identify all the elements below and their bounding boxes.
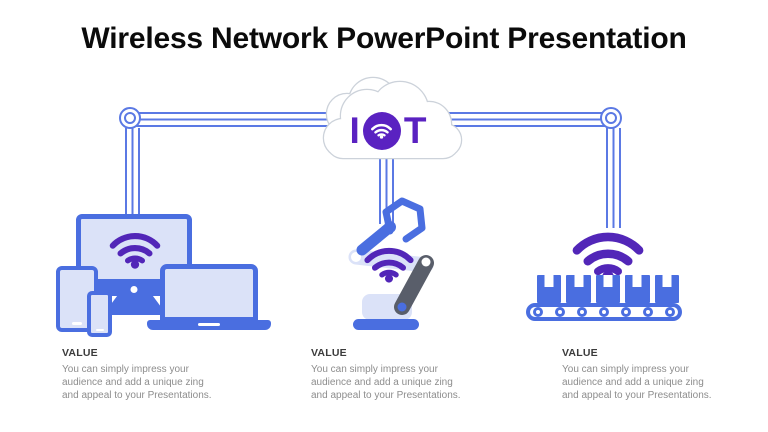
section-heading: VALUE [311,347,347,359]
wifi-icon [107,229,163,269]
slide-title: Wireless Network PowerPoint Presentation [81,22,687,55]
box-icon [566,275,591,303]
roller-icon [621,307,631,317]
value-section-1: VALUE You can simply impress your audien… [62,347,237,402]
monitor-stand [103,296,167,315]
section-body-line: You can simply impress your [62,364,189,375]
box-icon [625,275,650,303]
roller-icon [643,307,653,317]
section-body-line: audience and add a unique zing [62,377,204,388]
section-body-line: and appeal to your Presentations. [62,390,212,401]
connector-ring-icon [118,106,141,129]
roller-icon [599,307,609,317]
iot-letter-i: I [349,109,360,151]
roller-icon [533,307,543,317]
smartphone-icon [87,291,112,337]
section-body-line: and appeal to your Presentations. [311,390,461,401]
section-body-line: audience and add a unique zing [562,377,704,388]
section-body-line: and appeal to your Presentations. [562,390,712,401]
iot-label: I T [303,74,473,169]
connector-line-left [124,128,140,214]
iot-letter-o [362,111,401,150]
robot-arm-icon [348,197,434,330]
laptop-base [147,320,271,330]
value-section-3: VALUE You can simply impress your audien… [562,347,737,402]
conveyor-boxes [537,275,680,303]
box-icon [537,275,562,303]
conveyor-belt-icon [526,303,682,321]
section-body-line: audience and add a unique zing [311,377,453,388]
laptop-icon [160,264,258,322]
value-section-2: VALUE You can simply impress your audien… [311,347,486,402]
wifi-icon [371,123,393,139]
box-icon [595,275,621,303]
iot-letter-t: T [403,109,427,151]
roller-icon [555,307,565,317]
roller-icon [665,307,675,317]
roller-icon [577,307,587,317]
section-heading: VALUE [62,347,98,359]
section-body-line: You can simply impress your [562,364,689,375]
box-icon [654,275,680,303]
section-body-line: You can simply impress your [311,364,438,375]
section-heading: VALUE [562,347,598,359]
connector-line-right [605,128,621,228]
connector-ring-icon [599,106,622,129]
